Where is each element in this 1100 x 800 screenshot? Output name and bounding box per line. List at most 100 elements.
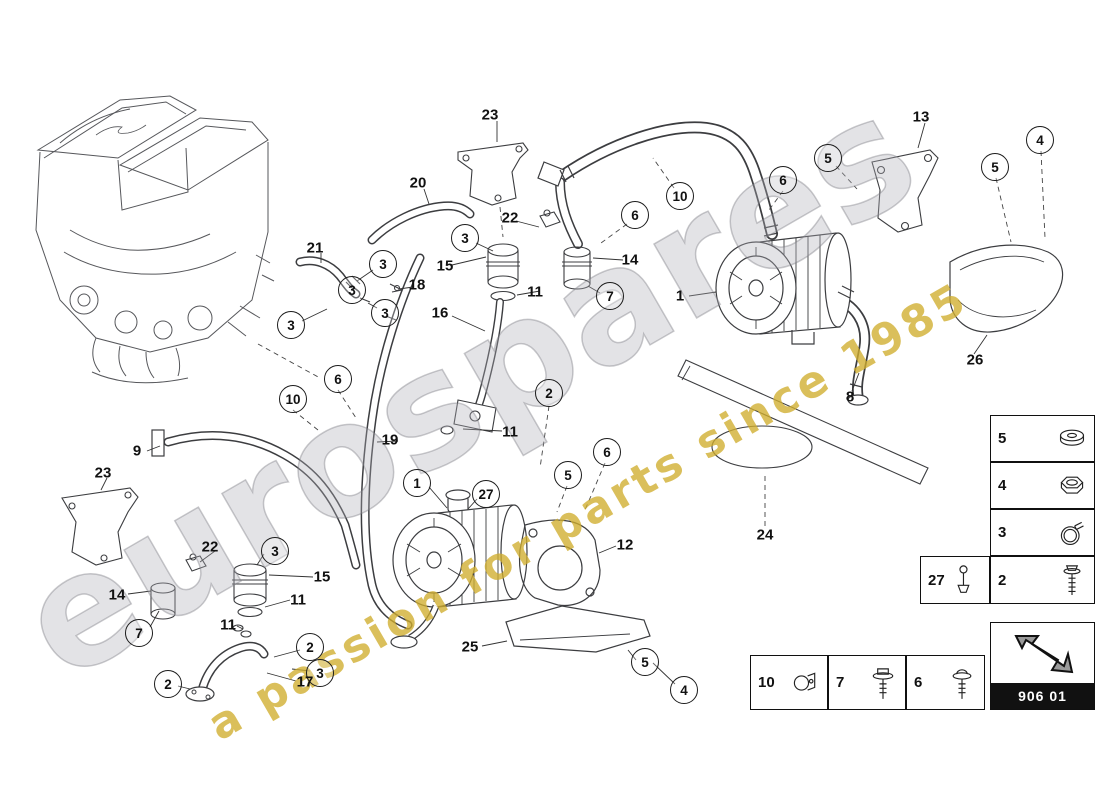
callout-label-11[interactable]: 11: [527, 283, 543, 301]
legend-cell-7[interactable]: 7: [828, 655, 906, 710]
callout-circle-3[interactable]: 3: [371, 299, 399, 327]
callout-label-22[interactable]: 22: [201, 538, 219, 556]
callout-label-13[interactable]: 13: [912, 108, 930, 126]
lock-nut-icon: [1060, 476, 1084, 494]
construction-lines: [257, 150, 1046, 526]
legend-cell-4[interactable]: 4: [990, 462, 1095, 509]
callout-label-15[interactable]: 15: [313, 568, 331, 586]
heat-shield-25: [505, 605, 651, 653]
legend-part-number: 5: [998, 430, 1007, 447]
bracket-12: [518, 519, 601, 607]
valve-15-left: [232, 563, 268, 638]
callout-label-8[interactable]: 8: [845, 388, 855, 406]
callout-circle-5[interactable]: 5: [554, 461, 582, 489]
air-pump-right: [715, 232, 852, 345]
bracket-23-top: [457, 142, 529, 206]
valve-14-left: [150, 553, 207, 620]
callout-circle-6[interactable]: 6: [621, 201, 649, 229]
callout-circle-7[interactable]: 7: [125, 619, 153, 647]
callout-circle-2[interactable]: 2: [154, 670, 182, 698]
legend-part-number: 27: [928, 571, 945, 589]
legend-cell-2[interactable]: 2: [990, 556, 1095, 604]
legend-cell-5[interactable]: 5: [990, 415, 1095, 462]
callout-circle-3[interactable]: 3: [338, 276, 366, 304]
diagram-code-box: 906 01: [990, 622, 1095, 710]
callout-label-14[interactable]: 14: [108, 586, 126, 604]
callout-label-11[interactable]: 11: [502, 423, 518, 441]
callout-circle-5[interactable]: 5: [631, 648, 659, 676]
callout-circle-3[interactable]: 3: [369, 250, 397, 278]
callout-circle-3[interactable]: 3: [451, 224, 479, 252]
valve-14-top: [539, 209, 592, 290]
callout-circle-10[interactable]: 10: [666, 182, 694, 210]
callout-label-21[interactable]: 21: [306, 239, 324, 257]
legend-part-number: 2: [998, 571, 1007, 589]
valve-15-top: [486, 243, 520, 302]
callout-circle-10[interactable]: 10: [279, 385, 307, 413]
legend-part-number: 6: [914, 674, 923, 691]
legend-part-number: 3: [998, 524, 1007, 541]
callout-label-17[interactable]: 17: [296, 673, 314, 691]
seal-strip-24: [677, 359, 929, 485]
callout-circle-4[interactable]: 4: [1026, 126, 1054, 154]
callout-label-11[interactable]: 11: [290, 591, 306, 609]
callout-circle-6[interactable]: 6: [769, 166, 797, 194]
heat-shield-26: [949, 244, 1064, 333]
legend-cell-27[interactable]: 27: [920, 556, 990, 604]
callout-circle-27[interactable]: 27: [472, 480, 500, 508]
hose-clamp-icon: [1060, 521, 1084, 545]
callout-label-20[interactable]: 20: [409, 174, 427, 192]
legend-part-number: 10: [758, 674, 775, 691]
callout-label-14[interactable]: 14: [621, 251, 639, 269]
callout-circle-1[interactable]: 1: [403, 469, 431, 497]
legend-cell-10[interactable]: 10: [750, 655, 828, 710]
callout-circle-7[interactable]: 7: [596, 282, 624, 310]
legend-cell-6[interactable]: 6: [906, 655, 985, 710]
callout-circle-4[interactable]: 4: [670, 676, 698, 704]
bolt-icon: [952, 668, 972, 699]
callout-circle-5[interactable]: 5: [981, 153, 1009, 181]
callout-label-19[interactable]: 19: [381, 431, 399, 449]
callout-label-12[interactable]: 12: [616, 536, 634, 554]
callout-label-23[interactable]: 23: [94, 464, 112, 482]
washer-icon: [1059, 429, 1085, 446]
pipe-9: [151, 429, 361, 570]
diagram-code-label: 906 01: [991, 683, 1094, 709]
legend-part-number: 7: [836, 674, 845, 691]
retainer-clip-icon: [957, 565, 970, 593]
callout-circle-6[interactable]: 6: [593, 438, 621, 466]
screw-icon: [1063, 565, 1081, 595]
pipe-clamp-icon: [793, 671, 816, 691]
callout-label-24[interactable]: 24: [756, 526, 774, 544]
air-hose-top: [537, 121, 778, 249]
callout-label-16[interactable]: 16: [431, 304, 449, 322]
callout-circle-2[interactable]: 2: [296, 633, 324, 661]
air-pump-left: [390, 489, 528, 649]
callout-circle-3[interactable]: 3: [306, 659, 334, 687]
callout-label-9[interactable]: 9: [132, 442, 142, 460]
callout-label-25[interactable]: 25: [461, 638, 479, 656]
callout-label-26[interactable]: 26: [966, 351, 984, 369]
pipe-16: [440, 298, 504, 435]
callout-label-23[interactable]: 23: [481, 106, 499, 124]
hose-20: [367, 201, 475, 245]
bracket-13: [871, 149, 939, 233]
direction-arrow-icon: [1013, 635, 1073, 674]
legend-cell-3[interactable]: 3: [990, 509, 1095, 556]
callout-circle-3[interactable]: 3: [277, 311, 305, 339]
callout-circle-2[interactable]: 2: [535, 379, 563, 407]
callout-label-22[interactable]: 22: [501, 209, 519, 227]
callout-label-18[interactable]: 18: [408, 276, 426, 294]
callout-circle-3[interactable]: 3: [261, 537, 289, 565]
callout-label-1[interactable]: 1: [675, 287, 685, 305]
engine-line-art: [35, 95, 275, 384]
callout-circle-5[interactable]: 5: [814, 144, 842, 172]
elbow-pipe-17: [185, 641, 269, 702]
callout-circle-6[interactable]: 6: [324, 365, 352, 393]
callout-label-11[interactable]: 11: [220, 616, 236, 634]
legend-part-number: 4: [998, 477, 1007, 494]
bolt-icon: [872, 667, 894, 699]
callout-label-15[interactable]: 15: [436, 257, 454, 275]
